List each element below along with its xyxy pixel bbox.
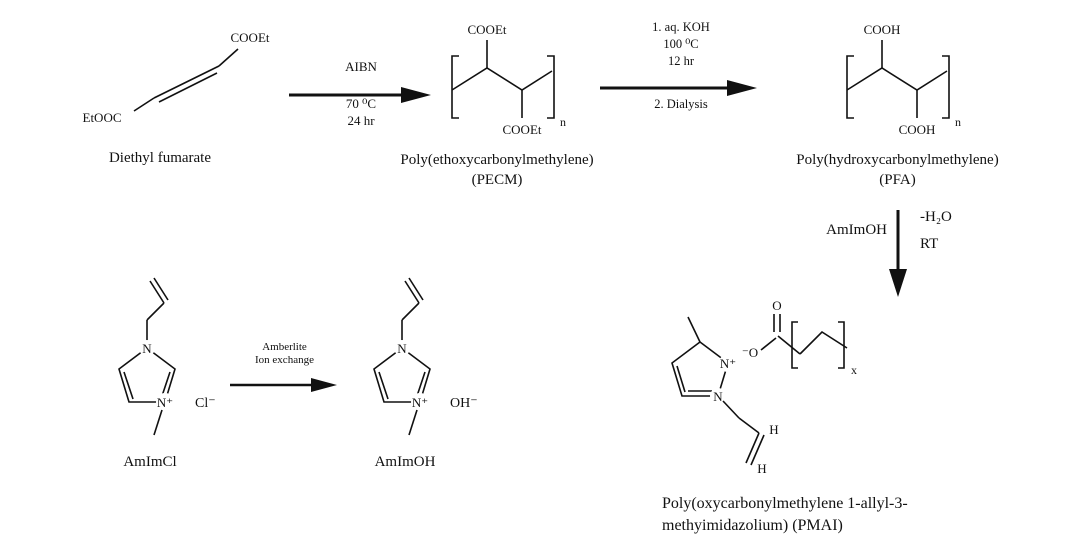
amimoh-reagent-label: AmImOH [826, 222, 887, 238]
ring-double-bond [676, 365, 686, 393]
atom-mask [156, 393, 174, 411]
pfa-abbr-label: (PFA) [879, 172, 916, 188]
repeat-subscript: n [560, 115, 566, 129]
pmai-name-line2: methyimidazolium) (PMAI) [662, 517, 843, 534]
right-bracket [547, 55, 555, 119]
pecm-name-label: Poly(ethoxycarbonylmethylene) [400, 152, 594, 168]
vinyl-double-bond [404, 280, 420, 304]
hydrogen-label: H [769, 422, 778, 437]
arrow2-step2-label: 2. Dialysis [654, 97, 708, 111]
amimcl-label: AmImCl [123, 454, 177, 470]
arrow2-time-label: 12 hr [667, 54, 695, 68]
pfa-structure: COOH COOH n [846, 22, 961, 137]
repeat-subscript: x [851, 363, 857, 377]
methyl-bond [408, 409, 418, 436]
double-bond [153, 65, 220, 99]
arrow1-time-label: 24 hr [347, 113, 375, 128]
polymer-backbone [799, 330, 848, 355]
atom-mask [710, 388, 726, 404]
chloride-label: Cl⁻ [195, 396, 216, 411]
reaction-arrow-3 [230, 378, 337, 392]
hydroxide-label: OH⁻ [450, 396, 478, 411]
methyl-bond [687, 316, 701, 343]
nitrogen-plus-label: N⁺ [720, 356, 736, 371]
bond [760, 337, 777, 351]
carboxylate-oxygen-label: ⁻O [742, 345, 758, 360]
nitrogen-plus-label: N⁺ [157, 395, 173, 410]
amberlite-label: Amberlite [262, 341, 307, 353]
right-bracket [838, 321, 845, 369]
ester-group-label: COOEt [231, 30, 270, 45]
nitrogen-plus-label: N⁺ [412, 395, 428, 410]
double-bond [158, 72, 218, 103]
polymer-backbone [451, 67, 553, 91]
left-bracket [846, 55, 854, 119]
vinyl-double-bond [149, 280, 165, 304]
arrow2-temp-label: 100 ⁰C [663, 37, 699, 51]
bond [218, 48, 239, 67]
arrow2-step1-label: 1. aq. KOH [652, 20, 710, 34]
right-bracket [942, 55, 950, 119]
reaction-arrow-down [889, 210, 907, 297]
acid-group-label: COOH [864, 22, 901, 37]
left-bracket [791, 321, 798, 369]
imidazolium-ring [373, 347, 431, 403]
pecm-structure: COOEt COOEt n [451, 22, 566, 137]
amimoh-label: AmImOH [374, 454, 436, 470]
bond [722, 400, 740, 419]
pfa-name-label: Poly(hydroxycarbonylmethylene) [796, 152, 999, 168]
arrow-head-icon [889, 269, 907, 297]
amimoh-structure: N N⁺ OH⁻ [373, 277, 478, 436]
arrow-head-icon [311, 378, 337, 392]
nitrogen-label: N [142, 341, 152, 356]
amimcl-structure: N N⁺ Cl⁻ [118, 277, 216, 436]
arrow-head-icon [727, 80, 757, 96]
vinyl-double-bond [153, 277, 169, 301]
diethyl-fumarate-structure: COOEt EtOOC [83, 30, 270, 125]
carbonyl-oxygen-label: O [772, 298, 781, 313]
temperature-label: RT [920, 236, 939, 252]
bond [777, 335, 801, 355]
bond [133, 97, 155, 112]
bond [146, 302, 165, 321]
vinyl-double-bond [750, 434, 765, 466]
pmai-name-line1: Poly(oxycarbonylmethylene 1-allyl-3- [662, 495, 908, 512]
vinyl-double-bond [408, 277, 424, 301]
ring-double-bond [378, 371, 389, 400]
methyl-bond [153, 409, 163, 436]
arrow-head-icon [401, 87, 431, 103]
pmai-structure: N⁺ N ⁻O O x H H [671, 298, 857, 476]
vinyl-double-bond [745, 432, 760, 464]
hydrogen-label: H [757, 461, 766, 476]
byproduct-label: -H₂O [920, 209, 952, 225]
nitrogen-label: N [713, 389, 723, 404]
reaction-arrow-1 [289, 87, 431, 103]
acid-group-label: COOH [899, 122, 936, 137]
reaction-arrow-2 [600, 80, 757, 96]
ion-exchange-label: Ion exchange [255, 354, 314, 366]
polymer-backbone [846, 67, 948, 91]
ester-group-label: EtOOC [83, 110, 122, 125]
pecm-abbr-label: (PECM) [471, 172, 523, 188]
bond [738, 417, 760, 434]
arrow1-reagent-label: AIBN [345, 59, 377, 74]
diethyl-fumarate-label: Diethyl fumarate [108, 150, 212, 166]
repeat-subscript: n [955, 115, 961, 129]
ester-group-label: COOEt [468, 22, 507, 37]
atom-mask [719, 354, 737, 372]
ring-double-bond [123, 371, 134, 400]
ester-group-label: COOEt [503, 122, 542, 137]
arrow1-temp-label: 70 ⁰C [345, 96, 377, 111]
bond [401, 302, 420, 321]
atom-mask [139, 340, 155, 356]
nitrogen-label: N [397, 341, 407, 356]
imidazolium-ring [118, 347, 176, 403]
atom-mask [394, 340, 410, 356]
atom-mask [411, 393, 429, 411]
left-bracket [451, 55, 459, 119]
